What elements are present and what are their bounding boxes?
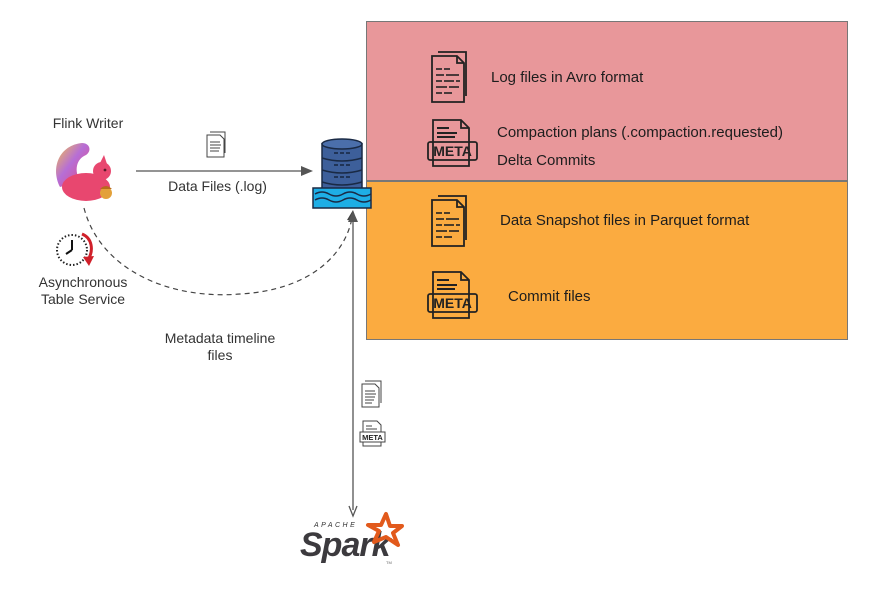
metadata-timeline-label-line2: files bbox=[207, 347, 233, 363]
meta-text: META bbox=[433, 143, 472, 159]
table-service-label-line2: Table Service bbox=[40, 291, 126, 307]
spark-read-arrow bbox=[348, 211, 358, 518]
document-icon bbox=[361, 380, 382, 408]
compaction-plans-label: Compaction plans (.compaction.requested) bbox=[497, 124, 783, 141]
log-files-label: Log files in Avro format bbox=[491, 69, 644, 86]
meta-text: META bbox=[433, 295, 472, 311]
flink-writer-title: Flink Writer bbox=[52, 115, 124, 131]
spark-apache-text: APACHE bbox=[314, 522, 358, 529]
document-icon bbox=[206, 131, 226, 158]
meta-file-icon: META bbox=[427, 271, 478, 319]
data-files-label: Data Files (.log) bbox=[168, 178, 267, 194]
document-icon bbox=[431, 51, 467, 103]
spark-tm: TM bbox=[386, 560, 392, 565]
apache-spark-logo: APACHE Spark TM bbox=[298, 512, 408, 572]
meta-file-icon: META bbox=[359, 420, 386, 447]
data-lake-database-icon bbox=[312, 138, 372, 209]
data-files-arrow bbox=[136, 166, 313, 176]
data-snapshot-label: Data Snapshot files in Parquet format bbox=[500, 212, 750, 229]
commit-files-label: Commit files bbox=[508, 288, 591, 305]
delta-commits-label: Delta Commits bbox=[497, 152, 596, 169]
base-files-panel bbox=[366, 181, 848, 340]
metadata-timeline-label-line1: Metadata timeline bbox=[164, 330, 276, 346]
document-icon bbox=[431, 195, 467, 247]
meta-file-icon: META bbox=[427, 119, 478, 167]
flink-squirrel-icon bbox=[56, 143, 112, 201]
clock-refresh-icon bbox=[56, 232, 94, 266]
spark-star-icon bbox=[366, 512, 404, 547]
spark-main-text: Spark bbox=[300, 526, 390, 564]
table-service-label-line1: Asynchronous bbox=[38, 274, 128, 290]
log-files-panel bbox=[366, 21, 848, 181]
meta-text: META bbox=[362, 433, 383, 442]
